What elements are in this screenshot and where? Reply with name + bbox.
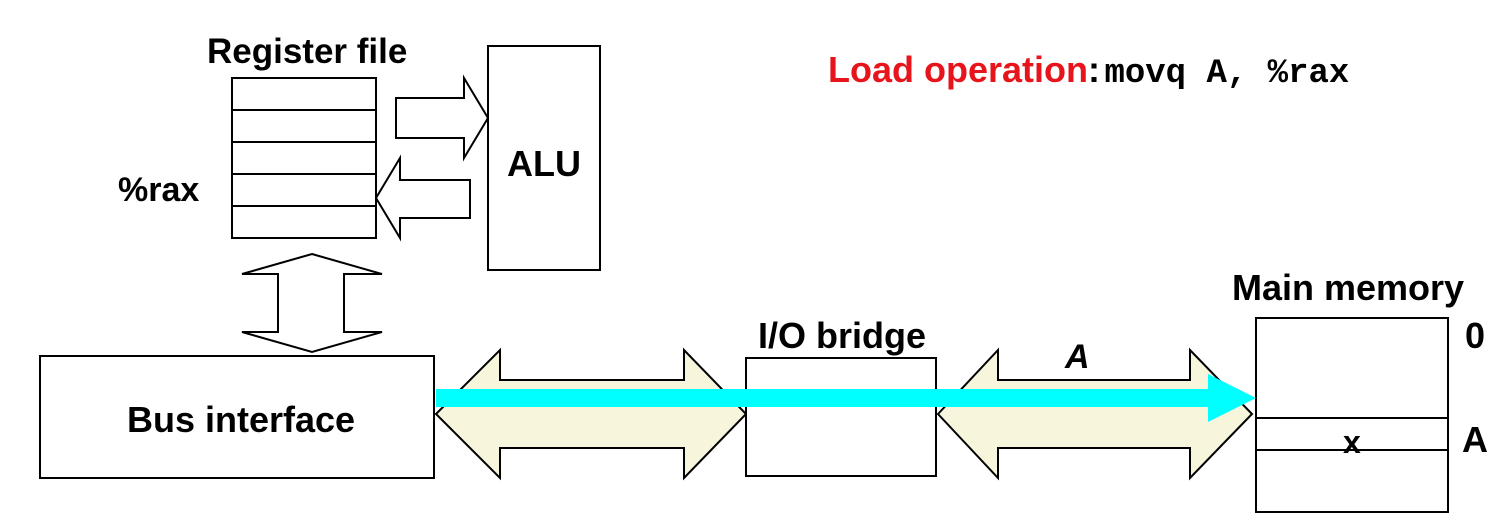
load-transfer-arrow: [436, 374, 1256, 422]
memory-cell-value: x: [1343, 424, 1361, 460]
operation-caption: Load operation: movq A, %rax: [828, 49, 1350, 93]
rax-label: %rax: [118, 171, 200, 209]
register-row: [231, 109, 377, 143]
io-bridge-box: [745, 357, 937, 477]
alu-label: ALU: [507, 143, 581, 184]
register-row: [231, 77, 377, 111]
alu-box: [487, 45, 601, 271]
register-file: [231, 77, 377, 239]
register-row: [231, 141, 377, 175]
register-row: [231, 205, 377, 239]
memory-block: [1255, 317, 1449, 513]
main-memory: [1255, 317, 1449, 513]
system-bus-arrow: [434, 347, 748, 481]
memory-cell-a: [1255, 417, 1449, 451]
bus-interface-label: Bus interface: [127, 399, 356, 440]
regfile-to-alu-arrow: [395, 74, 490, 162]
instruction-code: movq A, %rax: [1104, 55, 1350, 93]
caption-colon: :: [1088, 49, 1100, 90]
bus-interface-box: [39, 355, 435, 479]
main-memory-title: Main memory: [1232, 267, 1465, 308]
alu-to-regfile-arrow: [374, 154, 471, 242]
operation-label: Load operation: [828, 49, 1088, 90]
address-a-label: A: [1462, 419, 1488, 460]
regfile-bus-double-arrow: [241, 252, 383, 354]
io-bridge-label: I/O bridge: [758, 315, 927, 356]
memory-bus-address-label: A: [1065, 338, 1090, 376]
memory-bus-arrow: [936, 347, 1254, 481]
address-zero-label: 0: [1465, 315, 1486, 356]
register-rax: [231, 173, 377, 207]
register-file-title: Register file: [207, 32, 408, 71]
